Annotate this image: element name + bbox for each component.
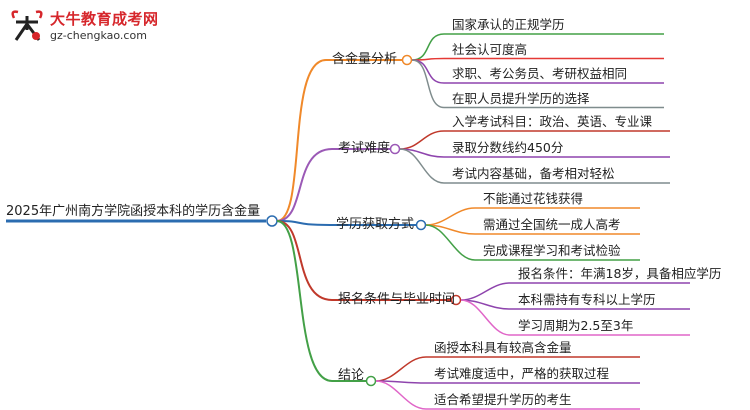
branch-1-leaf-2: 考试内容基础，备考相对轻松 xyxy=(452,166,615,181)
branch-0-leaf-3: 在职人员提升学历的选择 xyxy=(452,90,590,106)
branch-2-leaf-1: 需通过全国统一成人高考 xyxy=(483,217,621,232)
branch-4-curve xyxy=(276,220,333,382)
logo-title: 大牛教育成考网 xyxy=(50,10,159,28)
branch-1-leaf-2-curve xyxy=(399,148,445,184)
branch-3-curve xyxy=(276,220,333,301)
branch-1-leaf-1: 录取分数线约450分 xyxy=(452,140,564,155)
branch-3-leaf-0: 报名条件：年满18岁，具备相应学历 xyxy=(518,266,722,281)
branch-4-leaf-2-curve xyxy=(375,380,427,410)
branch-1-leaf-0: 入学考试科目：政治、英语、专业课 xyxy=(452,114,653,129)
branch-2-curve xyxy=(276,220,331,226)
branch-1-connector-dot xyxy=(389,143,401,155)
branch-1-leaf-0-curve xyxy=(399,130,445,150)
branch-3-leaf-1: 本科需持有专科以上学历 xyxy=(518,292,656,307)
branch-4-connector-dot xyxy=(365,375,377,387)
branch-3-label: 报名条件与毕业时间 xyxy=(338,292,456,307)
branch-2-leaf-0: 不能通过花钱获得 xyxy=(483,191,584,206)
branch-1-curve xyxy=(276,148,333,222)
branch-4-leaf-1: 考试难度适中，严格的获取过程 xyxy=(434,366,610,381)
branch-1-label: 考试难度 xyxy=(338,141,391,156)
branch-2-connector-dot xyxy=(415,219,427,231)
branch-4-label: 结论 xyxy=(338,368,365,383)
branch-2-leaf-0-curve xyxy=(425,207,476,226)
branch-0-leaf-1: 社会认可度高 xyxy=(452,41,528,57)
branch-3-leaf-2-curve xyxy=(460,299,511,336)
branch-4-leaf-0: 函授本科具有较高含金量 xyxy=(434,340,572,355)
branch-2-label: 学历获取方式 xyxy=(336,217,415,232)
branch-0-leaf-0: 国家承认的正规学历 xyxy=(452,17,565,32)
site-logo: 大牛教育成考网 gz-chengkao.com xyxy=(6,6,159,48)
branch-3-leaf-0-curve xyxy=(460,282,511,301)
branch-2-leaf-2: 完成课程学习和考试检验 xyxy=(483,243,621,258)
branch-3-connector-dot xyxy=(450,294,462,306)
branch-0-curve xyxy=(276,59,327,222)
branch-0-connector-dot xyxy=(401,54,413,66)
branch-3-leaf-2: 学习周期为2.5至3年 xyxy=(518,318,634,333)
branch-4-leaf-0-curve xyxy=(375,356,427,382)
root-topic: 2025年广州南方学院函授本科的学历含金量 xyxy=(6,204,261,219)
logo-ox-icon xyxy=(11,10,43,41)
branch-2-leaf-2-curve xyxy=(425,224,476,261)
branch-0-leaf-2: 求职、考公务员、考研权益相同 xyxy=(452,66,628,81)
root-connector-dot xyxy=(266,215,278,227)
branch-0-leaf-0-curve xyxy=(411,33,445,61)
branch-0-label: 含金量分析 xyxy=(332,52,398,67)
logo-url: gz-chengkao.com xyxy=(50,29,147,42)
branch-4-leaf-2: 适合希望提升学历的考生 xyxy=(434,392,572,407)
branch-0-leaf-2-curve xyxy=(411,59,445,84)
branch-0-leaf-3-curve xyxy=(411,59,445,109)
